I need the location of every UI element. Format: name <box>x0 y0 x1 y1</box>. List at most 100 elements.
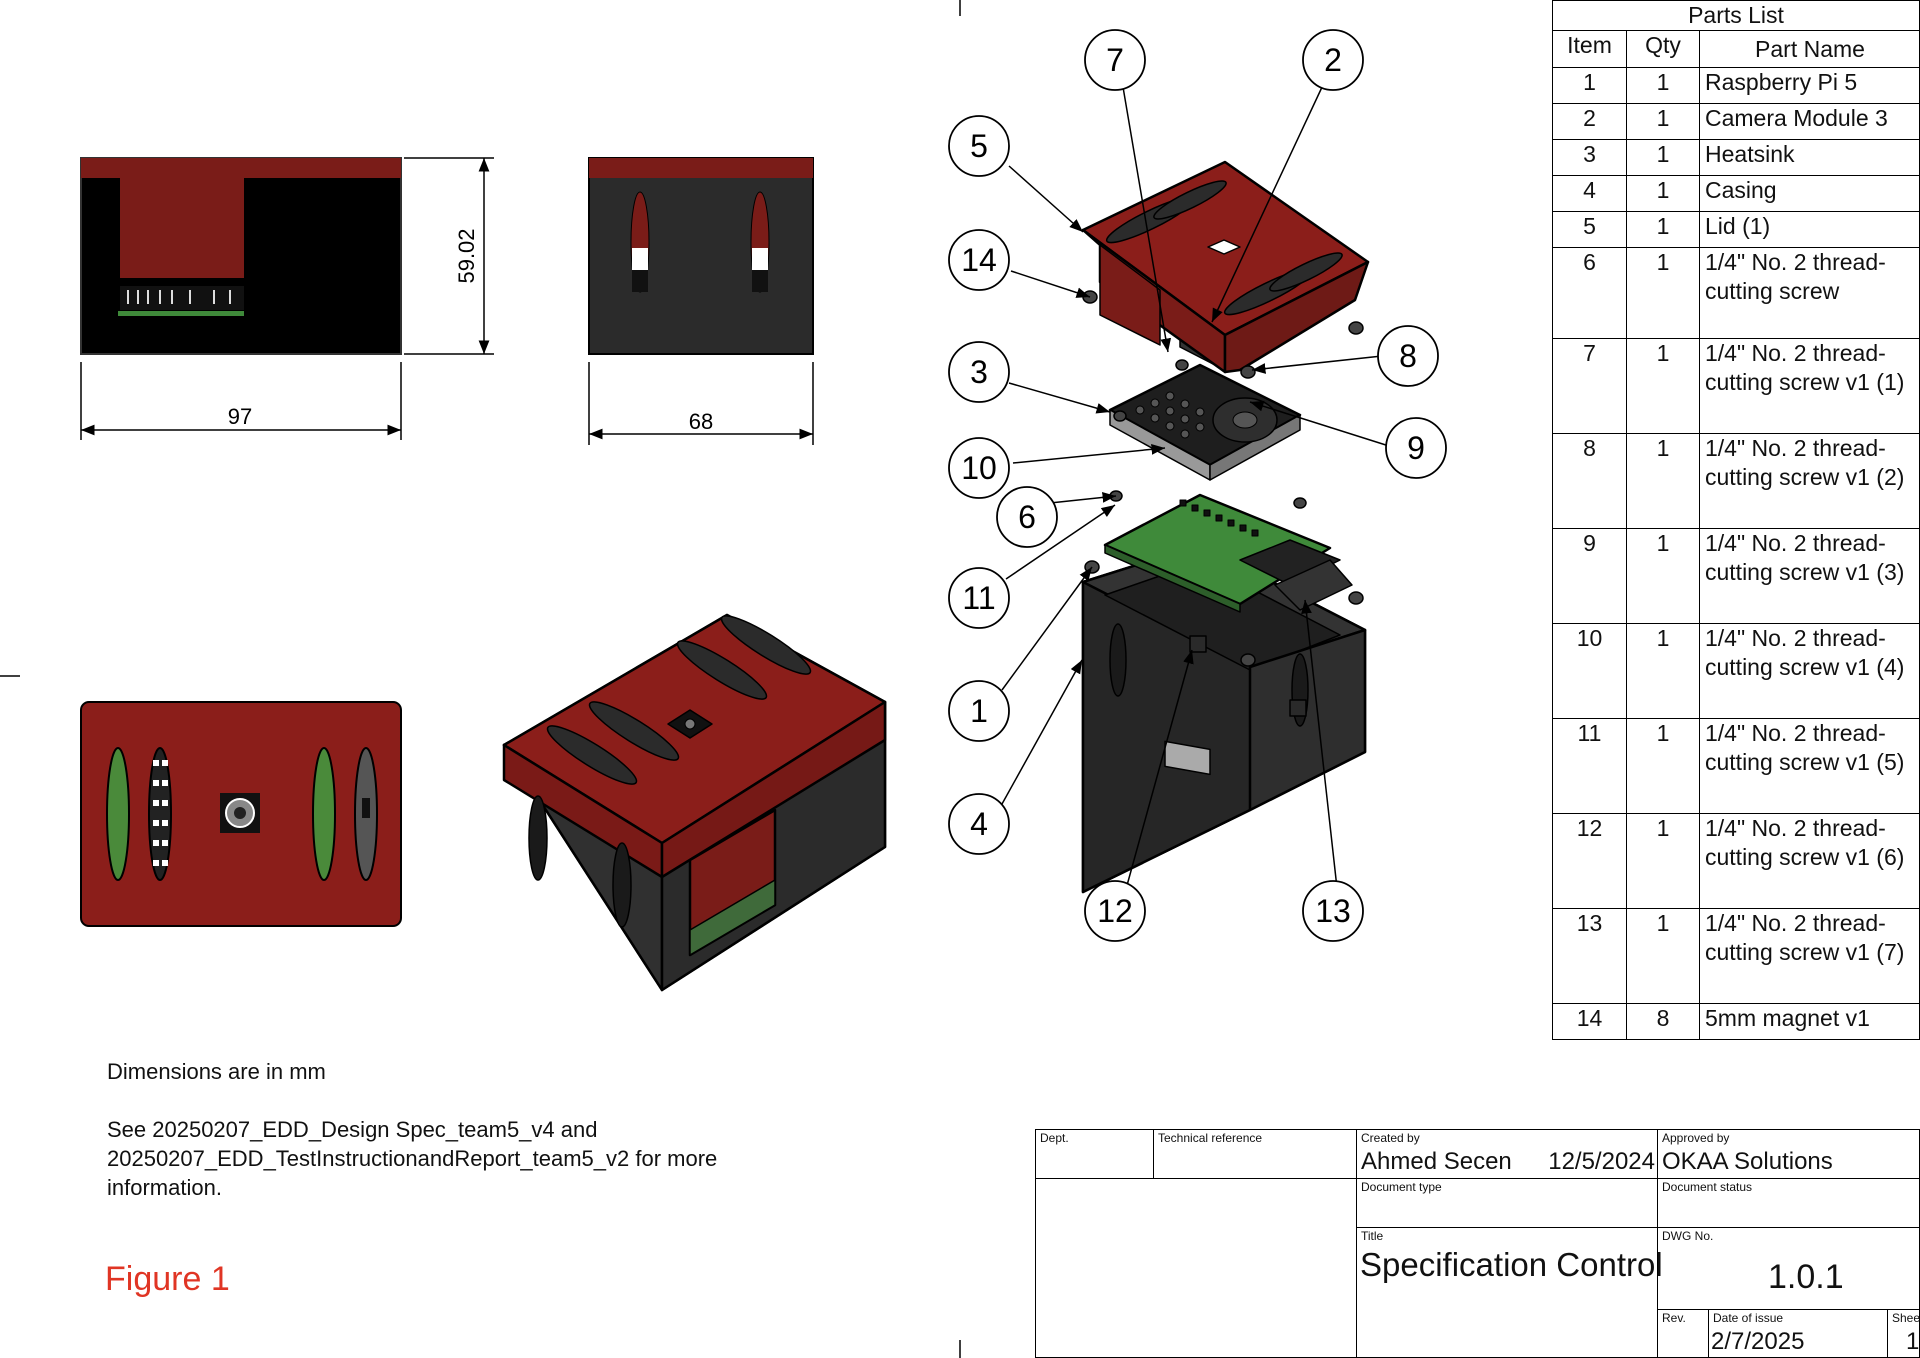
part-name-cell: 1/4" No. 2 thread-cutting screw v1 (7) <box>1699 908 1920 1004</box>
dept-cell: Dept. <box>1035 1129 1154 1179</box>
item-cell: 1 <box>1552 67 1627 104</box>
item-cell: 13 <box>1552 908 1627 1004</box>
svg-text:3: 3 <box>970 354 988 390</box>
qty-cell: 1 <box>1626 175 1700 212</box>
item-cell: 14 <box>1552 1003 1627 1040</box>
balloon: 3 <box>948 341 1010 403</box>
dimension-width-front-label: 97 <box>228 404 252 429</box>
rev-label: Rev. <box>1662 1311 1686 1325</box>
balloon: 8 <box>1377 325 1439 387</box>
qty-cell: 1 <box>1626 211 1700 248</box>
top-view <box>80 701 402 927</box>
balloon: 9 <box>1385 417 1447 479</box>
qty-cell: 1 <box>1626 433 1700 529</box>
balloon: 14 <box>948 229 1010 291</box>
svg-text:14: 14 <box>961 242 997 278</box>
created-by-value: Ahmed Secen <box>1361 1148 1512 1175</box>
part-name-cell: Lid (1) <box>1699 211 1920 248</box>
item-cell: 2 <box>1552 103 1627 140</box>
item-cell: 9 <box>1552 528 1627 624</box>
dimension-width-front <box>80 362 402 440</box>
technical-reference-label: Technical reference <box>1158 1131 1263 1145</box>
svg-text:5: 5 <box>970 128 988 164</box>
isometric-view <box>502 613 887 992</box>
units-note: Dimensions are in mm <box>107 1059 326 1084</box>
qty-cell: 1 <box>1626 338 1700 434</box>
dimension-width-side <box>588 362 814 445</box>
part-name-cell: 1/4" No. 2 thread-cutting screw v1 (1) <box>1699 338 1920 434</box>
svg-text:4: 4 <box>970 806 988 842</box>
leader-lines <box>1001 84 1390 890</box>
svg-text:2: 2 <box>1324 42 1342 78</box>
item-cell: 6 <box>1552 247 1627 339</box>
balloon: 5 <box>948 115 1010 177</box>
part-name-cell: 1/4" No. 2 thread-cutting screw v1 (4) <box>1699 623 1920 719</box>
part-name-cell: Camera Module 3 <box>1699 103 1920 140</box>
part-name-cell: 1/4" No. 2 thread-cutting screw v1 (6) <box>1699 813 1920 909</box>
sheet-cell: Sheet 1/1 <box>1887 1309 1920 1358</box>
approved-by-cell: Approved by OKAA Solutions <box>1657 1129 1920 1179</box>
blank-cell <box>1035 1178 1357 1358</box>
dept-label: Dept. <box>1040 1131 1069 1145</box>
parts-list-title: Parts List <box>1552 0 1920 31</box>
approved-by-label: Approved by <box>1662 1131 1730 1145</box>
part-name-cell: 1/4" No. 2 thread-cutting screw <box>1699 247 1920 339</box>
balloon: 6 <box>996 486 1058 548</box>
item-cell: 3 <box>1552 139 1627 176</box>
svg-text:8: 8 <box>1399 338 1417 374</box>
dwg-no-label: DWG No. <box>1662 1229 1714 1243</box>
svg-text:6: 6 <box>1018 499 1036 535</box>
qty-cell: 1 <box>1626 813 1700 909</box>
qty-cell: 1 <box>1626 908 1700 1004</box>
date-of-issue-label: Date of issue <box>1713 1311 1784 1325</box>
document-type-cell: Document type <box>1356 1178 1658 1228</box>
figure-label: Figure 1 <box>105 1260 230 1298</box>
column-header-qty: Qty <box>1626 30 1700 68</box>
technical-reference-cell: Technical reference <box>1153 1129 1357 1179</box>
document-status-label: Document status <box>1662 1180 1753 1194</box>
item-cell: 5 <box>1552 211 1627 248</box>
exploded-view <box>1081 160 1370 894</box>
column-header-item: Item <box>1552 30 1627 68</box>
created-by-label: Created by <box>1361 1131 1420 1145</box>
svg-text:11: 11 <box>962 580 995 616</box>
svg-text:13: 13 <box>1315 893 1351 929</box>
balloon: 10 <box>948 437 1010 499</box>
svg-text:9: 9 <box>1407 430 1425 466</box>
document-type-label: Document type <box>1361 1180 1442 1194</box>
rev-cell: Rev. <box>1657 1309 1709 1358</box>
balloon: 4 <box>948 793 1010 855</box>
approved-by-value: OKAA Solutions <box>1662 1148 1833 1175</box>
svg-text:10: 10 <box>961 450 997 486</box>
title-cell: Title Specification Control <box>1356 1227 1663 1358</box>
sheet-label: Sheet <box>1892 1311 1920 1325</box>
qty-cell: 1 <box>1626 67 1700 104</box>
part-name-cell: 1/4" No. 2 thread-cutting screw v1 (2) <box>1699 433 1920 529</box>
dwg-no-cell: DWG No. 1.0.1 <box>1657 1227 1920 1310</box>
date-of-issue-value: 2/7/2025 <box>1711 1328 1805 1355</box>
item-cell: 8 <box>1552 433 1627 529</box>
qty-cell: 1 <box>1626 247 1700 339</box>
dimension-width-side-label: 68 <box>689 409 713 434</box>
dimension-height-front <box>404 157 494 355</box>
parts-list-header-row: Item Qty Part Name <box>1552 30 1920 68</box>
balloon: 2 <box>1302 29 1364 91</box>
item-cell: 4 <box>1552 175 1627 212</box>
balloon: 1 <box>948 680 1010 742</box>
drawing-title: Specification Control <box>1360 1246 1663 1283</box>
title-block: Dept. Technical reference Created by Ahm… <box>1035 1129 1920 1358</box>
svg-text:12: 12 <box>1097 893 1133 929</box>
